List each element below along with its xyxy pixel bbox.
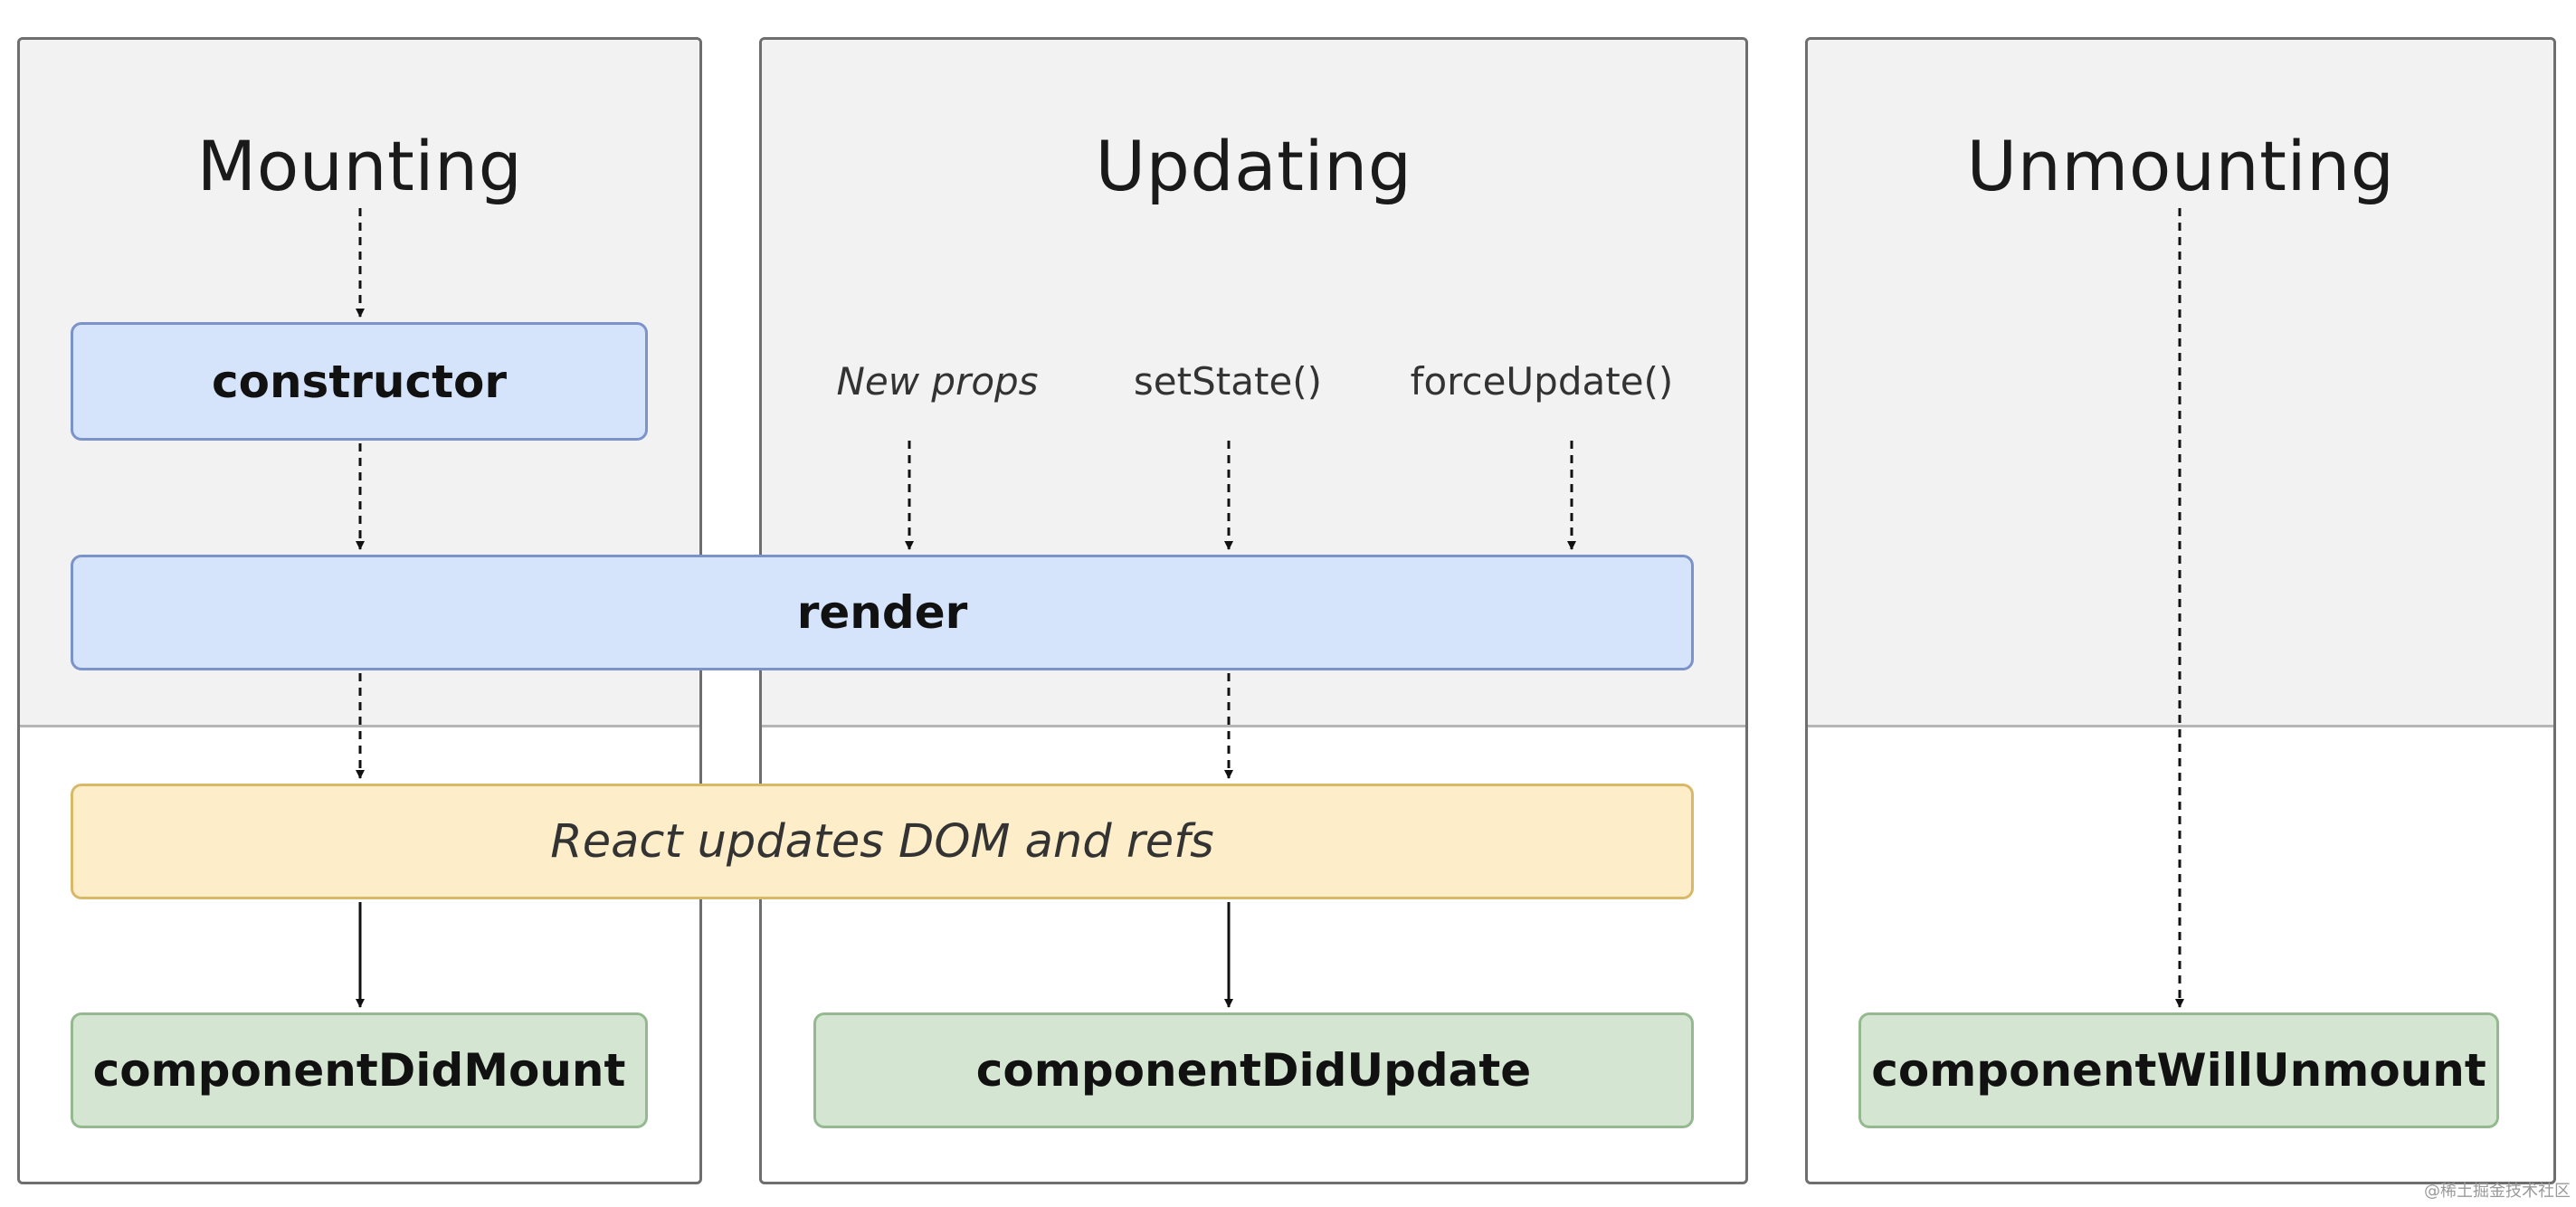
component-did-mount-node: componentDidMount <box>71 1012 648 1128</box>
force-update-trigger: forceUpdate() <box>1410 359 1674 404</box>
new-props-trigger: New props <box>836 359 1039 404</box>
watermark: @稀土掘金技术社区 <box>2424 1182 2571 1201</box>
set-state-trigger: setState() <box>1133 359 1323 404</box>
render-node: render <box>71 555 1694 670</box>
component-will-unmount-node: componentWillUnmount <box>1858 1012 2499 1128</box>
updating-title: Updating <box>1095 126 1412 206</box>
mounting-title: Mounting <box>196 126 523 206</box>
component-did-update-node: componentDidUpdate <box>813 1012 1694 1128</box>
unmounting-title: Unmounting <box>1966 126 2395 206</box>
constructor-node: constructor <box>71 322 648 441</box>
dom-update-node: React updates DOM and refs <box>71 784 1694 899</box>
